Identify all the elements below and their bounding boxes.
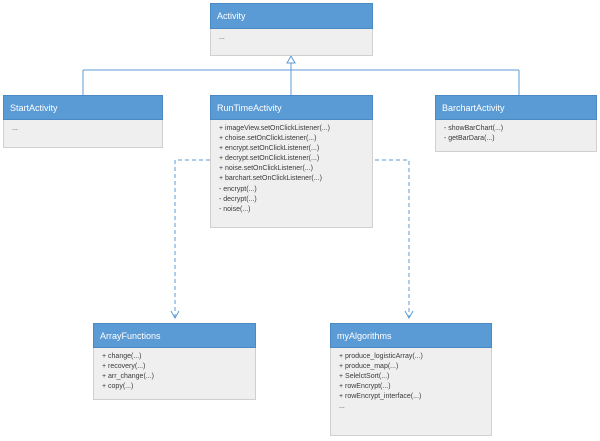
member: + encrypt.setOnClickListener(...) bbox=[219, 145, 320, 153]
class-arrayfunctions: ArrayFunctions + change(...) + recovery(… bbox=[93, 323, 256, 400]
member: + change(...) bbox=[102, 353, 142, 360]
class-activity: Activity ... bbox=[210, 3, 373, 56]
member: + SelelctSort(...) bbox=[339, 373, 390, 381]
member: - decrypt(...) bbox=[219, 195, 257, 203]
class-members: ... bbox=[3, 120, 163, 148]
dependency-link-arrayfunctions bbox=[174, 159, 210, 318]
class-name: RunTimeActivity bbox=[210, 95, 373, 120]
member: + copy(...) bbox=[102, 383, 134, 391]
class-name: StartActivity bbox=[3, 95, 163, 120]
member: + barchart.setOnClickListener(...) bbox=[219, 175, 322, 183]
member: - encrypt(...) bbox=[219, 185, 257, 193]
member: + imageView.setOnClickListener(...) bbox=[219, 125, 330, 132]
member: ... bbox=[339, 403, 345, 411]
class-name: Activity bbox=[210, 3, 373, 29]
member: - showBarChart(...) bbox=[444, 125, 504, 132]
member: + arr_change(...) bbox=[102, 373, 154, 381]
member: + noise.setOnClickListener(...) bbox=[219, 165, 313, 173]
class-name: ArrayFunctions bbox=[93, 323, 256, 348]
class-barchartactivity: BarchartActivity - showBarChart(...) - g… bbox=[435, 95, 597, 152]
class-members: - showBarChart(...) - getBarDara(...) bbox=[435, 120, 597, 152]
class-members: + imageView.setOnClickListener(...) + ch… bbox=[210, 120, 373, 228]
class-startactivity: StartActivity ... bbox=[3, 95, 163, 148]
member: + rowEncrypt(...) bbox=[339, 383, 391, 391]
class-members: ... bbox=[210, 29, 373, 56]
class-name: BarchartActivity bbox=[435, 95, 597, 120]
dependency-link-myalgorithms bbox=[375, 159, 410, 318]
member: + choise.setOnClickListener(...) bbox=[219, 135, 317, 143]
member: - getBarDara(...) bbox=[444, 135, 495, 143]
inheritance-arrowhead bbox=[286, 54, 296, 64]
member: ... bbox=[12, 125, 18, 132]
member: + produce_map(...) bbox=[339, 363, 399, 371]
class-myalgorithms: myAlgorithms + produce_logisticArray(...… bbox=[330, 323, 492, 436]
member: - noise(...) bbox=[219, 205, 251, 213]
member: + recovery(...) bbox=[102, 363, 146, 371]
member: + rowEncrypt_interface(...) bbox=[339, 393, 422, 401]
class-members: + change(...) + recovery(...) + arr_chan… bbox=[93, 348, 256, 400]
member: + decrypt.setOnClickListener(...) bbox=[219, 155, 320, 163]
member: ... bbox=[219, 34, 225, 41]
class-runtimeactivity: RunTimeActivity + imageView.setOnClickLi… bbox=[210, 95, 373, 228]
class-name: myAlgorithms bbox=[330, 323, 492, 348]
class-members: + produce_logisticArray(...) + produce_m… bbox=[330, 348, 492, 436]
dependency-arrowhead-myalgorithms bbox=[404, 310, 414, 320]
dependency-arrowhead-arrayfunctions bbox=[170, 310, 180, 320]
member: + produce_logisticArray(...) bbox=[339, 353, 423, 360]
